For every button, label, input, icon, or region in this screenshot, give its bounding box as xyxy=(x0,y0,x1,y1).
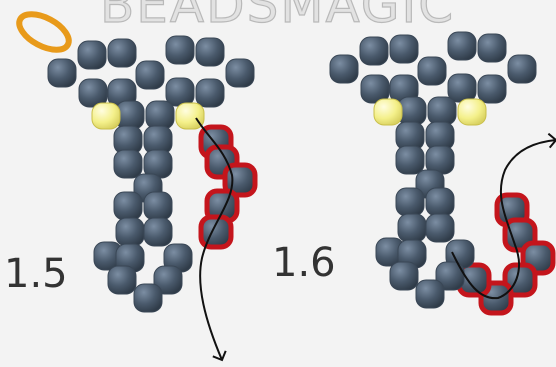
bead xyxy=(145,100,175,130)
bead xyxy=(115,217,145,247)
accent-bead xyxy=(91,102,121,130)
bead xyxy=(507,54,537,84)
thread-path xyxy=(451,132,556,300)
bead xyxy=(477,33,507,63)
accent-bead xyxy=(175,102,205,130)
bead xyxy=(143,191,173,221)
step-1-5-diagram xyxy=(16,11,258,362)
bead xyxy=(77,40,107,70)
step-1-6-diagram xyxy=(329,31,556,316)
accent-bead xyxy=(373,98,403,126)
bead xyxy=(389,261,419,291)
bead xyxy=(395,187,425,217)
highlighted-bead xyxy=(198,214,234,250)
bead xyxy=(447,73,477,103)
bead xyxy=(427,96,457,126)
step-label-1-6: 1.6 xyxy=(272,240,336,286)
bead xyxy=(107,265,137,295)
bead xyxy=(107,38,137,68)
bead xyxy=(135,60,165,90)
bead xyxy=(153,265,183,295)
bead xyxy=(415,279,445,309)
bead xyxy=(195,78,225,108)
jump-ring xyxy=(16,11,72,53)
bead xyxy=(359,36,389,66)
bead xyxy=(447,31,477,61)
bead xyxy=(113,149,143,179)
bead xyxy=(389,34,419,64)
bead xyxy=(395,145,425,175)
watermark-text: BEADSMAGIC xyxy=(100,0,455,34)
bead xyxy=(143,217,173,247)
bead xyxy=(133,283,163,313)
accent-bead xyxy=(457,98,487,126)
bead xyxy=(78,78,108,108)
bead xyxy=(477,74,507,104)
bead xyxy=(225,58,255,88)
bead xyxy=(165,35,195,65)
bead xyxy=(329,54,359,84)
bead xyxy=(165,77,195,107)
bead xyxy=(397,213,427,243)
step-label-1-5: 1.5 xyxy=(4,251,68,297)
bead xyxy=(425,187,455,217)
bead xyxy=(47,58,77,88)
thread-path xyxy=(195,117,234,362)
bead xyxy=(417,56,447,86)
bead xyxy=(195,37,225,67)
bead xyxy=(113,191,143,221)
bead xyxy=(425,213,455,243)
bead xyxy=(360,74,390,104)
